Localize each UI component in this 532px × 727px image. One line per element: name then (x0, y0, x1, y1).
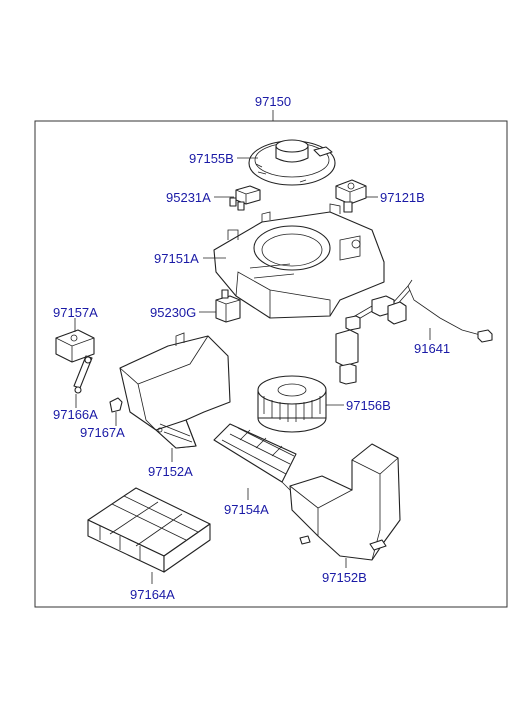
fan-drawing (257, 375, 327, 433)
lever-drawing (73, 355, 93, 394)
actuator-label[interactable]: 97121B (380, 190, 425, 205)
connector-drawing (215, 289, 241, 323)
clip-drawing (109, 397, 123, 413)
lower-case-right-drawing (289, 443, 401, 561)
fan-label[interactable]: 97156B (346, 398, 391, 413)
mode-actuator-label[interactable]: 97157A (53, 305, 98, 320)
resistor-label[interactable]: 95231A (166, 190, 211, 205)
assembly-label[interactable]: 97150 (255, 94, 291, 109)
resistor-drawing (229, 185, 261, 211)
assembly-frame (34, 120, 508, 608)
upper-case-drawing (213, 203, 385, 319)
motor-label[interactable]: 97155B (189, 151, 234, 166)
lower-case-right-label[interactable]: 97152B (322, 570, 367, 585)
blower-motor-drawing (248, 139, 336, 186)
upper-case-label[interactable]: 97151A (154, 251, 199, 266)
harness-label[interactable]: 91641 (414, 341, 450, 356)
air-filter-drawing (87, 487, 211, 573)
actuator-drawing (335, 179, 367, 213)
lower-case-left-label[interactable]: 97152A (148, 464, 193, 479)
clip-label[interactable]: 97167A (80, 425, 125, 440)
wiring-harness-drawing (335, 279, 493, 385)
filter-cover-drawing (213, 423, 297, 495)
lower-case-left-drawing (119, 332, 231, 449)
connector-label[interactable]: 95230G (150, 305, 196, 320)
mode-actuator-drawing (55, 329, 95, 363)
filter-cover-label[interactable]: 97154A (224, 502, 269, 517)
lever-label[interactable]: 97166A (53, 407, 98, 422)
air-filter-label[interactable]: 97164A (130, 587, 175, 602)
